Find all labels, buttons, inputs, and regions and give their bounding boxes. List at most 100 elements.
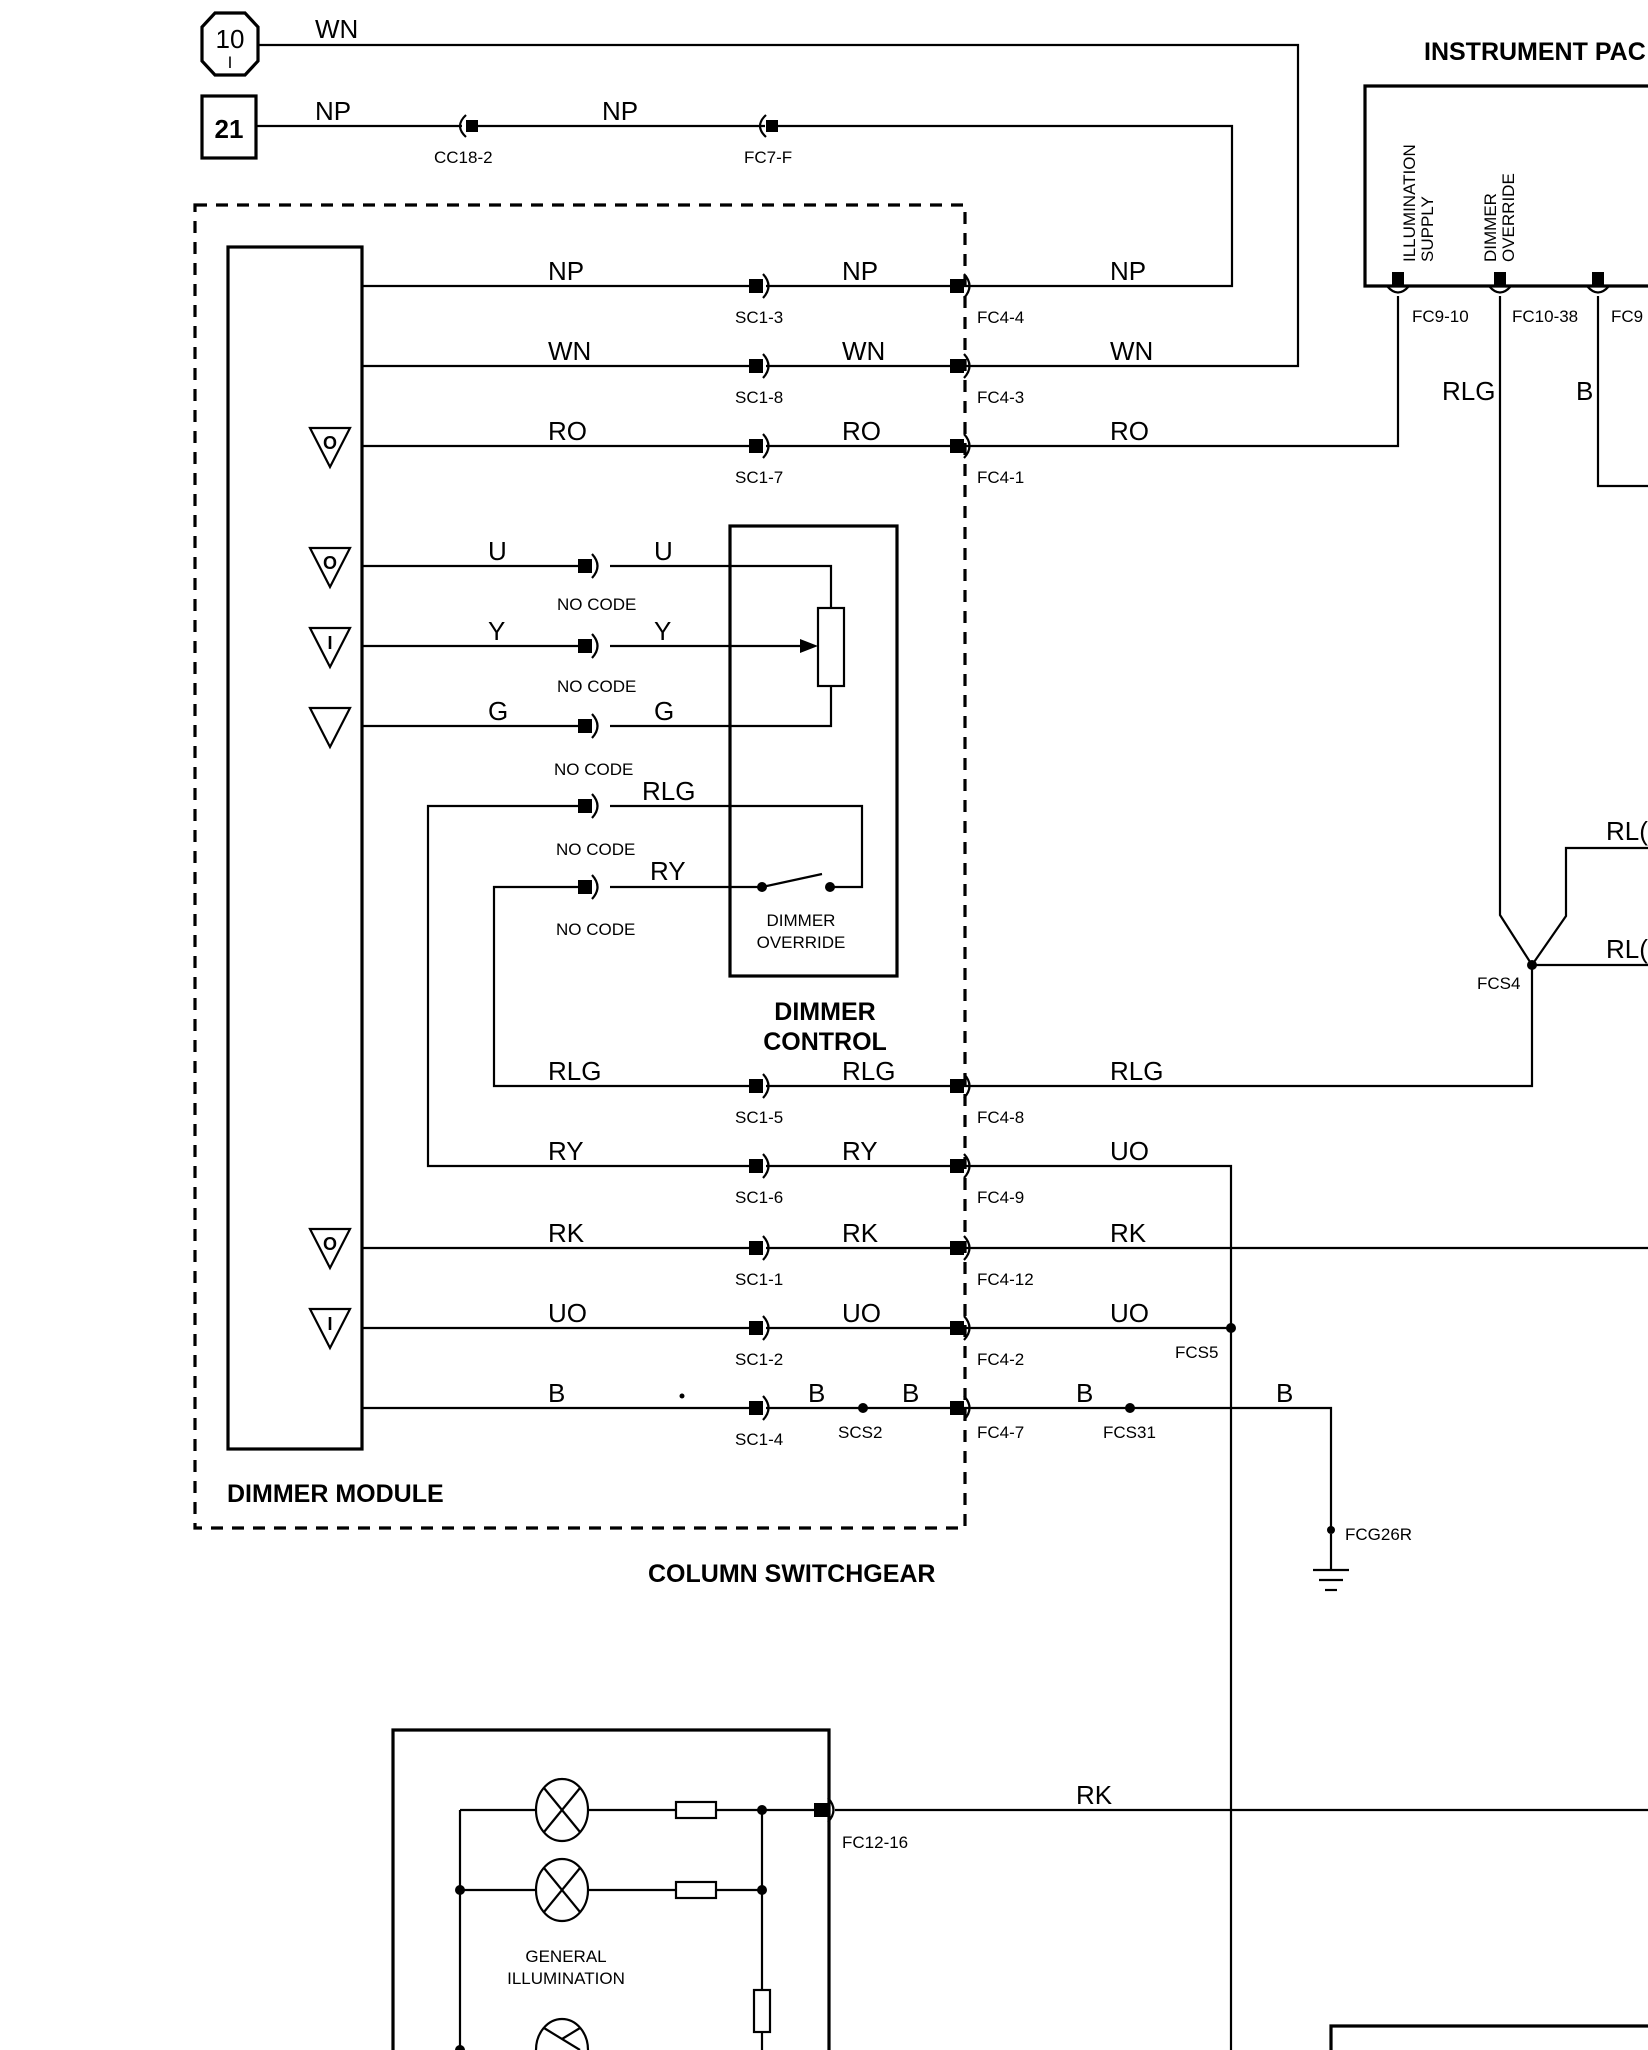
- connector-sc1-4-label: SC1-4: [735, 1430, 783, 1449]
- ref-10-sub: I: [228, 53, 233, 72]
- ry-row-label-1: RY: [548, 1136, 584, 1166]
- uo-row-label-top: UO: [1110, 1136, 1149, 1166]
- connector-sc1-7-pin: [747, 432, 770, 460]
- ro-row-label-3: RO: [1110, 416, 1149, 446]
- override-switch-blade: [761, 872, 823, 889]
- general-illumination-line2: ILLUMINATION: [507, 1969, 625, 1988]
- rlg-row-label-3: RLG: [1110, 1056, 1163, 1086]
- dimmer-override-pin-line2: OVERRIDE: [1499, 173, 1518, 262]
- ro-row-label-1: RO: [548, 416, 587, 446]
- dimmer-control-box: [728, 524, 899, 978]
- rlg-wire-inner: [610, 804, 864, 889]
- illumination-supply-label: ILLUMINATION SUPPLY: [1400, 144, 1437, 262]
- illumination-supply-line2: SUPPLY: [1418, 196, 1437, 262]
- u-wire-inner: [610, 564, 833, 608]
- b-row-label-1: B: [548, 1378, 565, 1408]
- connector-sc1-4-pin: [747, 1394, 770, 1422]
- connector-nocode-u-pin: [576, 552, 599, 580]
- connector-fc9-10-label: FC9-10: [1412, 307, 1469, 326]
- rlg-wire-to-fcs4: [962, 965, 1534, 1088]
- resistor-icon: [674, 1800, 718, 1820]
- rlg-inner-label: RLG: [642, 776, 695, 806]
- u-label-1: U: [488, 536, 507, 566]
- connector-sc1-8-label: SC1-8: [735, 388, 783, 407]
- connector-sc1-3-label: SC1-3: [735, 308, 783, 327]
- g-wire-inner: [610, 686, 833, 728]
- connector-fc12-16-label: FC12-16: [842, 1833, 908, 1852]
- np-top-label-1: NP: [315, 96, 351, 126]
- wn-top-label: WN: [315, 14, 358, 44]
- connector-sc1-2-label: SC1-2: [735, 1350, 783, 1369]
- connector-fc9-cut-label: FC9: [1611, 307, 1643, 326]
- y-label-1: Y: [488, 616, 505, 646]
- wn-row-label-1: WN: [548, 336, 591, 366]
- ry-loop-wire: [426, 804, 752, 1168]
- cut-box-bottom-right: [1329, 2024, 1648, 2050]
- rk-row-label-3: RK: [1110, 1218, 1147, 1248]
- svg-text:O: O: [323, 433, 337, 453]
- instrument-pack-box: [1363, 84, 1648, 288]
- connector-fc9-cut-pin: [1585, 270, 1611, 294]
- nocode-label-rlg: NO CODE: [556, 840, 635, 859]
- connector-nocode-y-pin: [576, 632, 599, 660]
- y-label-2: Y: [654, 616, 671, 646]
- connector-fc4-4-label: FC4-4: [977, 308, 1024, 327]
- connector-sc1-5-pin: [747, 1072, 770, 1100]
- splice-fcs5-label: FCS5: [1175, 1343, 1218, 1362]
- illumination-supply-line1: ILLUMINATION: [1400, 144, 1419, 262]
- override-switch-contact-1: [757, 882, 767, 892]
- np-row-label-3: NP: [1110, 256, 1146, 286]
- rlg-wire-override: [1498, 296, 1533, 966]
- connector-sc1-1-pin: [747, 1234, 770, 1262]
- connector-fc9-10-pin: [1385, 270, 1411, 294]
- ry-inner-label: RY: [650, 856, 686, 886]
- dimmer-module-box: [226, 245, 364, 1451]
- splice-fcs4-label: FCS4: [1477, 974, 1520, 993]
- nocode-label-ry: NO CODE: [556, 920, 635, 939]
- ref-10-number: 10: [216, 24, 245, 54]
- uo-row-label-3: UO: [1110, 1298, 1149, 1328]
- connector-sc1-6-label: SC1-6: [735, 1188, 783, 1207]
- uo-row-label-2: UO: [842, 1298, 881, 1328]
- dimmer-override-pin-label: DIMMER OVERRIDE: [1481, 173, 1518, 262]
- nocode-label-g: NO CODE: [554, 760, 633, 779]
- instrument-pack-title: INSTRUMENT PAC: [1424, 38, 1646, 66]
- rk-row-label-1: RK: [548, 1218, 585, 1248]
- splice-scs2-label: SCS2: [838, 1423, 882, 1442]
- b-row-label-2: B: [808, 1378, 825, 1408]
- g-label-2: G: [654, 696, 674, 726]
- ry-row-label-2: RY: [842, 1136, 878, 1166]
- rl-cut-label-1: RL(: [1606, 816, 1648, 846]
- potentiometer-wiper-arrow: [800, 639, 818, 653]
- ref-21-box: 21: [200, 94, 258, 160]
- dimmer-override-pin-line1: DIMMER: [1481, 193, 1500, 262]
- dimmer-override-switch-line1: DIMMER: [767, 911, 836, 930]
- ground-symbol: [1313, 1526, 1349, 1592]
- splice-fcs31-dot: [1125, 1403, 1135, 1413]
- dimmer-control-title-1: DIMMER: [774, 998, 875, 1026]
- svg-text:O: O: [323, 553, 337, 573]
- connector-fc4-2-label: FC4-2: [977, 1350, 1024, 1369]
- lamp-icon: [534, 1777, 590, 1843]
- connector-fc4-9-label: FC4-9: [977, 1188, 1024, 1207]
- connector-fc7-f-label: FC7-F: [744, 148, 792, 167]
- general-illumination-box: [391, 1728, 831, 2050]
- ground-fcg26r-label: FCG26R: [1345, 1525, 1412, 1544]
- wn-row-label-2: WN: [842, 336, 885, 366]
- connector-nocode-ry-pin: [576, 873, 599, 901]
- np-row-label-1: NP: [548, 256, 584, 286]
- rlg-loop-wire: [492, 885, 752, 1088]
- uo-row-label-1: UO: [548, 1298, 587, 1328]
- general-illumination-line1: GENERAL: [525, 1947, 606, 1966]
- connector-fc10-38-label: FC10-38: [1512, 307, 1578, 326]
- rk-illumination-label: RK: [1076, 1780, 1113, 1810]
- resistor-icon: [674, 1880, 718, 1900]
- b-row-label-5: B: [1276, 1378, 1293, 1408]
- connector-nocode-rlg-pin: [576, 792, 599, 820]
- lamp-icon: [534, 2017, 590, 2050]
- lamp-icon: [534, 1857, 590, 1923]
- np-wire-loop: [770, 124, 1234, 288]
- rlg-pack-label: RLG: [1442, 376, 1495, 406]
- connector-sc1-8-pin: [747, 352, 770, 380]
- rlg-split-upper: [1531, 846, 1648, 966]
